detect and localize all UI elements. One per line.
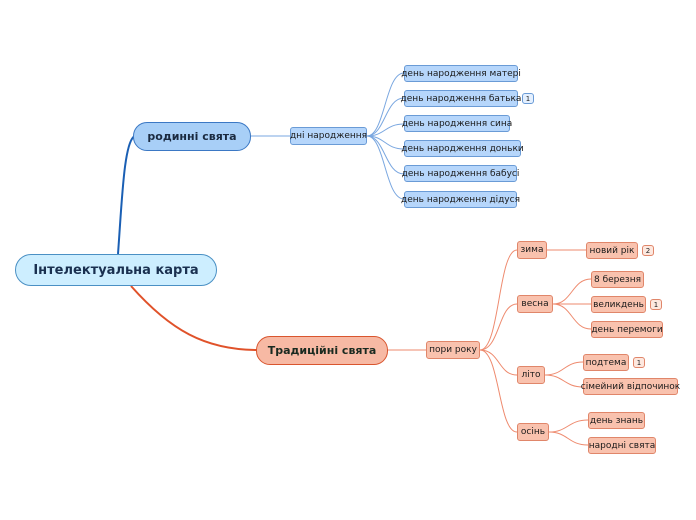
topic-birthdays[interactable]: дні народження [290, 127, 367, 145]
topic-daughter-birthday[interactable]: день народження доньки [401, 140, 524, 157]
topic-knowledge-day[interactable]: день знань [588, 412, 645, 429]
topic-family-rest[interactable]: сімейний відпочинок [581, 378, 680, 395]
topic-subtopic[interactable]: подтема [583, 354, 629, 371]
links-traditional [388, 249, 592, 446]
topic-march-8[interactable]: 8 березня [591, 271, 644, 288]
topic-traditional-holidays[interactable]: Традиційні свята [256, 336, 388, 365]
topic-grandfather-birthday[interactable]: день народження дідуся [401, 191, 520, 208]
topic-easter[interactable]: великдень [591, 296, 646, 313]
link-root-family [117, 135, 136, 255]
link-root-traditional [130, 285, 259, 351]
topic-autumn[interactable]: осінь [517, 423, 549, 441]
root-topic[interactable]: Інтелектуальна карта [15, 254, 217, 286]
links-birthday-items [366, 72, 405, 200]
topic-son-birthday[interactable]: день народження сина [402, 115, 512, 132]
easter-note-badge[interactable]: 1 [650, 299, 662, 310]
topic-grandmother-birthday[interactable]: день народження бабусі [402, 165, 519, 182]
topic-folk-holidays[interactable]: народні свята [588, 437, 656, 454]
topic-winter[interactable]: зима [517, 241, 547, 259]
topic-summer[interactable]: літо [517, 366, 545, 384]
topic-spring[interactable]: весна [517, 295, 553, 313]
topic-father-birthday[interactable]: день народження батька [401, 90, 521, 107]
topic-new-year[interactable]: новий рік [586, 242, 638, 259]
topic-family-holidays[interactable]: родинні свята [133, 122, 251, 151]
topic-victory-day[interactable]: день перемоги [591, 321, 663, 338]
father-note-badge[interactable]: 1 [522, 93, 534, 104]
topic-mother-birthday[interactable]: день народження матері [401, 65, 521, 82]
topic-seasons[interactable]: пори року [426, 341, 480, 359]
new-year-note-badge[interactable]: 2 [642, 245, 654, 256]
subtopic-note-badge[interactable]: 1 [633, 357, 645, 368]
